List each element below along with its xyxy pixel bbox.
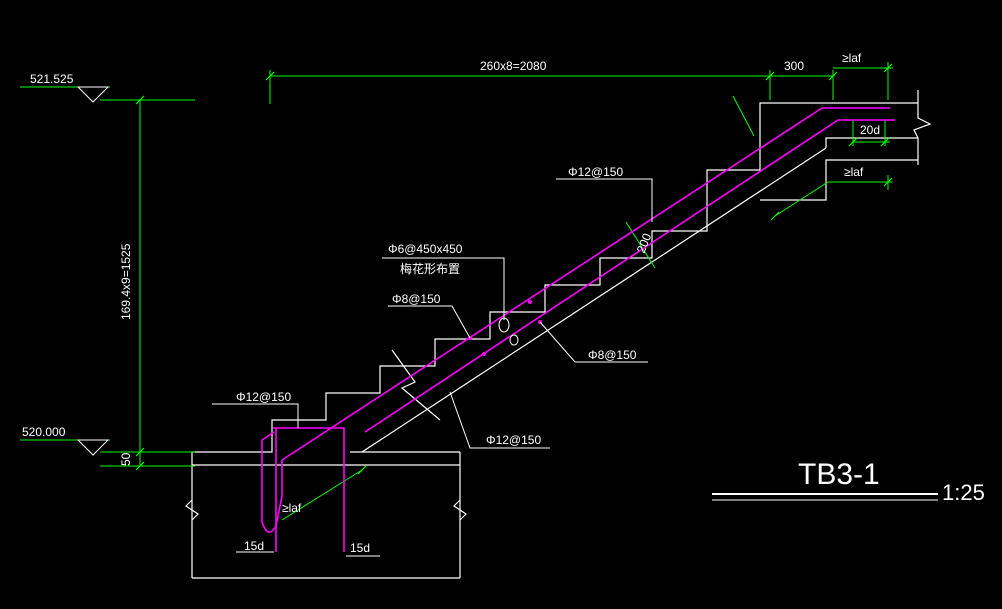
- top-main-bar: [273, 427, 345, 552]
- stair-soffit: [361, 147, 827, 453]
- base-anchorage-label: ≥laf: [282, 501, 302, 515]
- level-symbol-bottom: [76, 439, 110, 456]
- break-mark-flight: [391, 349, 441, 421]
- footing-offset-label: 50: [119, 452, 133, 466]
- dimension-lines: [20, 62, 893, 521]
- landing-length-label: 300: [784, 59, 804, 73]
- hook-right-label: 15d: [350, 541, 370, 555]
- rebar-label-bottom: Φ12@150: [486, 433, 541, 447]
- landing-soffit: [825, 137, 918, 148]
- dimension-ticks: [135, 63, 893, 475]
- tie-bar-mark: [498, 317, 510, 333]
- rebar-label-dist-upper: Φ8@150: [392, 292, 441, 306]
- vertical-rise-label: 169.4x9=1525: [119, 243, 133, 320]
- level-symbol-top: [76, 86, 110, 103]
- break-mark-right: [453, 499, 467, 521]
- rebar-label-tie: Φ6@450x450: [388, 242, 463, 256]
- rebar-label-top-upper: Φ12@150: [568, 165, 623, 179]
- rebar: [261, 107, 895, 552]
- level-bottom-label: 520.000: [22, 425, 66, 439]
- level-top-label: 521.525: [30, 72, 74, 86]
- break-mark-left: [185, 499, 199, 521]
- rebar-label-top-lower: Φ12@150: [236, 390, 291, 404]
- rebar-label-dist-lower: Φ8@150: [588, 348, 637, 362]
- drawing-scale: 1:25: [942, 480, 985, 505]
- rebar-dots: [468, 300, 542, 356]
- horizontal-run-label: 260x8=2080: [480, 59, 547, 73]
- slab-thickness-label: 200: [634, 231, 655, 255]
- title-block: TB3-1 1:25: [712, 458, 985, 505]
- bend-top-label: 20d: [860, 123, 880, 137]
- rebar-label-tie-note: 梅花形布置: [400, 261, 460, 276]
- drawing-title: TB3-1: [798, 458, 880, 491]
- anchorage-top-label: ≥laf: [842, 51, 862, 65]
- upper-slab-bottom: [760, 159, 918, 201]
- concrete-outline: [185, 90, 932, 579]
- anchorage-lower-label: ≥laf: [844, 165, 864, 179]
- hook-left-label: 15d: [244, 539, 264, 553]
- tie-bar-mark-2: [509, 334, 519, 346]
- bottom-main-bar: [364, 119, 895, 433]
- leaders: [212, 178, 653, 557]
- stair-steps: [192, 102, 918, 453]
- break-mark-top: [913, 90, 932, 165]
